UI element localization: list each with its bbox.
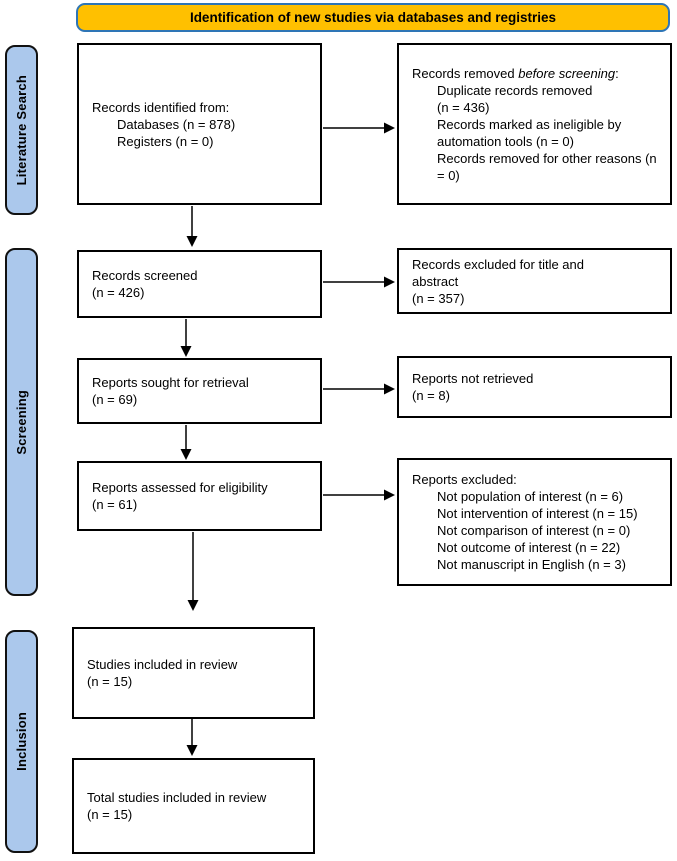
box-line: Not intervention of interest (n = 15): [437, 506, 638, 521]
box-line-italic-text: before screening: [518, 65, 616, 81]
title-banner-label: Identification of new studies via databa…: [189, 10, 557, 25]
box-studies-included: Studies included in review (n = 15): [72, 627, 315, 719]
box-line: Records identified from:: [92, 99, 230, 115]
box-line: Records marked as ineligible by: [437, 116, 622, 132]
box-reports-sought: Reports sought for retrieval (n = 69): [77, 358, 322, 424]
box-line: (n = 15): [87, 674, 133, 689]
box-total-studies-included: Total studies included in review (n = 15…: [72, 758, 315, 854]
box-line: Records removed for other reasons (n: [437, 150, 657, 166]
box-line: Records excluded for title and: [412, 256, 584, 272]
box-line: Not outcome of interest (n = 22): [437, 540, 621, 555]
box-line: (n = 436): [437, 99, 490, 115]
box-line: Records removed before screening:: [412, 65, 664, 82]
box-records-screened: Records screened (n = 426): [77, 250, 322, 318]
box-line: Databases (n = 878): [117, 116, 236, 132]
box-line: automation tools (n = 0): [437, 133, 574, 149]
sidebar-literature-search-label: Literature Search: [14, 74, 29, 186]
box-reports-not-retrieved: Reports not retrieved (n = 8): [397, 356, 672, 418]
sidebar-inclusion: Inclusion: [5, 630, 38, 853]
box-line: Reports excluded:: [412, 472, 517, 487]
box-line: Reports assessed for eligibility: [92, 480, 268, 495]
box-line: Not manuscript in English (n = 3): [437, 557, 626, 572]
box-line: Duplicate records removed: [437, 82, 593, 98]
box-reports-excluded: Reports excluded: Not population of inte…: [397, 458, 672, 586]
sidebar-literature-search: Literature Search: [5, 45, 38, 215]
box-line: (n = 8): [412, 388, 450, 403]
box-line-text: :: [615, 65, 619, 81]
box-line: (n = 61): [92, 497, 138, 512]
box-records-removed: Records removed before screening: Duplic…: [397, 43, 672, 205]
box-line: (n = 357): [412, 290, 465, 306]
sidebar-screening: Screening: [5, 248, 38, 596]
box-line: abstract: [412, 273, 459, 289]
box-line: Reports sought for retrieval: [92, 375, 249, 390]
sidebar-screening-label: Screening: [14, 389, 29, 455]
box-reports-assessed: Reports assessed for eligibility (n = 61…: [77, 461, 322, 531]
box-line: Not comparison of interest (n = 0): [437, 523, 631, 538]
box-line: Studies included in review: [87, 657, 238, 672]
box-records-identified: Records identified from: Databases (n = …: [77, 43, 322, 205]
box-line: = 0): [437, 167, 460, 183]
box-records-excluded-title-abstract: Records excluded for title and abstract …: [397, 248, 672, 314]
box-line-text: Records removed: [412, 65, 519, 81]
box-line: Total studies included in review: [87, 790, 267, 805]
box-line: (n = 15): [87, 807, 133, 822]
box-line: (n = 426): [92, 285, 145, 300]
box-line: Reports not retrieved: [412, 371, 534, 386]
box-line: Records screened: [92, 268, 198, 283]
box-line: (n = 69): [92, 392, 138, 407]
box-line: Not population of interest (n = 6): [437, 489, 624, 504]
box-line: Registers (n = 0): [117, 133, 214, 149]
title-banner: Identification of new studies via databa…: [76, 3, 670, 32]
sidebar-inclusion-label: Inclusion: [14, 712, 29, 771]
